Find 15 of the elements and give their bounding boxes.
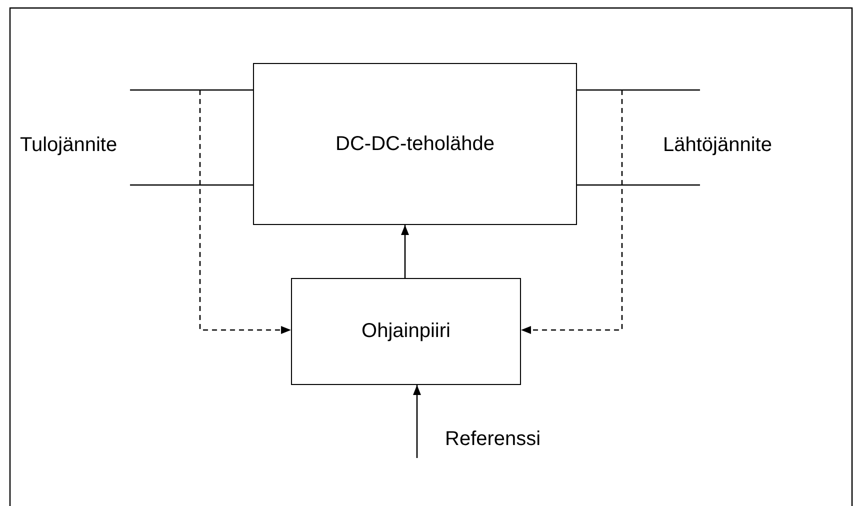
voltage-label: Lähtöjännite bbox=[663, 134, 772, 157]
process-box bbox=[253, 63, 577, 225]
signal-line bbox=[130, 89, 253, 91]
signal-label: Referenssi bbox=[445, 428, 541, 451]
arrow bbox=[199, 90, 291, 334]
voltage-label: Tulojännite bbox=[20, 134, 118, 157]
controller-box bbox=[291, 278, 521, 385]
arrow bbox=[413, 385, 421, 458]
arrow bbox=[401, 225, 409, 278]
signal-line bbox=[577, 184, 700, 186]
signal-line bbox=[577, 89, 700, 91]
box-label: DC-DC-teholähde bbox=[336, 132, 494, 156]
signal-line bbox=[130, 184, 253, 186]
arrow bbox=[521, 90, 623, 334]
box-label: Ohjainpiiri bbox=[362, 320, 450, 343]
